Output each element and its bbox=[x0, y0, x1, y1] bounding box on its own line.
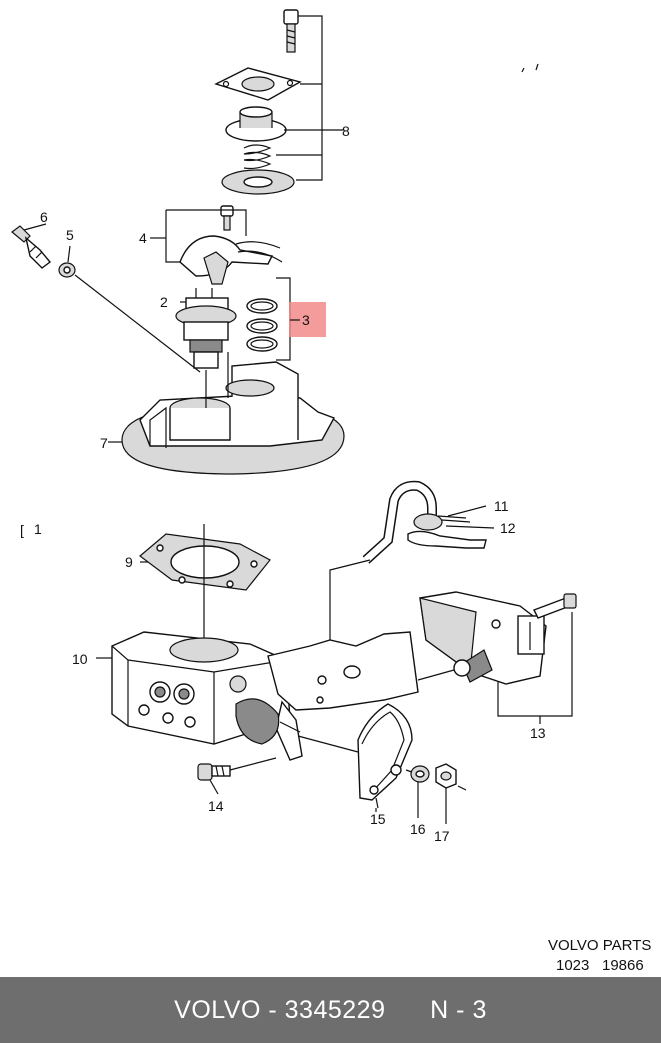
callout-17: 17 bbox=[434, 828, 450, 844]
o-rings bbox=[246, 298, 278, 352]
injector-clamp bbox=[179, 235, 283, 285]
stamp-number: 19866 bbox=[602, 957, 644, 974]
footer-position: N - 3 bbox=[430, 995, 487, 1024]
fuel-injector bbox=[175, 288, 237, 369]
top-screw bbox=[283, 9, 299, 53]
callout-10: 10 bbox=[72, 651, 88, 667]
callout-14: 14 bbox=[208, 798, 224, 814]
parts-diagram: 8 6 5 4 2 7 [ 1 9 10 11 12 13 14 15 16 1… bbox=[11, 9, 651, 974]
clamp-screw bbox=[220, 205, 234, 231]
callout-5: 5 bbox=[66, 227, 74, 243]
sealing-washer bbox=[58, 262, 76, 278]
idle-air-valve bbox=[419, 591, 547, 685]
callout-9: 9 bbox=[125, 554, 133, 570]
highlight-callout-3 bbox=[289, 302, 326, 337]
footer-gap bbox=[385, 996, 430, 1025]
callout-15: 15 bbox=[370, 811, 386, 827]
throttle-bracket bbox=[267, 631, 419, 711]
idle-valve-screw bbox=[533, 593, 577, 619]
callout-8: 8 bbox=[342, 123, 350, 139]
lever-washer bbox=[410, 765, 430, 783]
footer-bar: VOLVO - 3345229 N - 3 bbox=[0, 977, 661, 1043]
footer-brand: VOLVO bbox=[174, 995, 261, 1024]
throttle-lever bbox=[235, 698, 303, 761]
callout-12: 12 bbox=[500, 520, 516, 536]
stamp-line1: VOLVO PARTS bbox=[548, 937, 651, 954]
callout-4: 4 bbox=[139, 230, 147, 246]
diaphragm-cap bbox=[225, 106, 287, 142]
top-flange-plate bbox=[214, 67, 302, 101]
callout-13: 13 bbox=[530, 725, 546, 741]
vacuum-hose bbox=[362, 480, 443, 564]
stamp-code: 1023 bbox=[556, 957, 589, 974]
throttle-screw bbox=[197, 763, 231, 781]
footer-separator: - bbox=[260, 995, 285, 1024]
callout-6: 6 bbox=[40, 209, 48, 225]
throttle-sector bbox=[357, 703, 413, 801]
callout-1: 1 bbox=[34, 521, 42, 537]
section-bracket: [ bbox=[20, 522, 24, 538]
throttle-gasket bbox=[139, 533, 271, 591]
lever-nut bbox=[435, 763, 457, 789]
hose-clamp bbox=[407, 515, 487, 549]
callout-16: 16 bbox=[410, 821, 426, 837]
gasket-ring bbox=[221, 169, 295, 195]
callout-11: 11 bbox=[494, 498, 509, 514]
temperature-sensor bbox=[11, 225, 52, 269]
callout-7: 7 bbox=[100, 435, 108, 451]
footer-part-number: 3345229 bbox=[284, 995, 386, 1024]
injector-housing-base bbox=[121, 361, 345, 475]
spring bbox=[243, 144, 272, 170]
callout-2: 2 bbox=[160, 294, 168, 310]
